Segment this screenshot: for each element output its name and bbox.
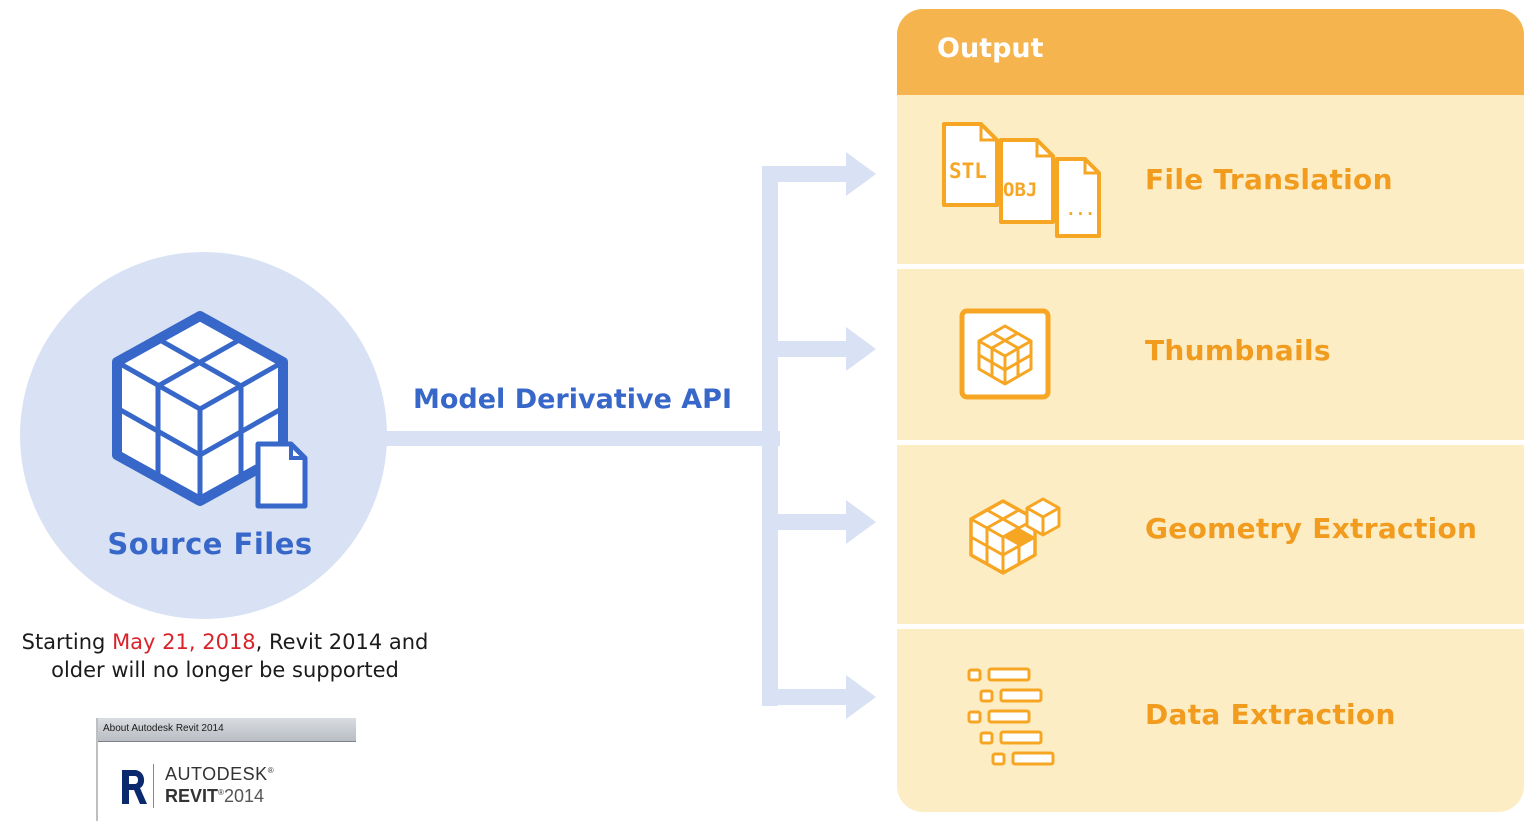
about-brand-version: 2014 <box>224 786 265 806</box>
file-formats-icon: STL OBJ ... <box>942 122 1101 238</box>
output-divider <box>897 440 1524 445</box>
output-item-label: File Translation <box>1145 163 1393 196</box>
about-brand-autodesk: AUTODESK® <box>165 764 275 784</box>
note-date: May 21, 2018 <box>112 630 256 654</box>
file-tag-obj: OBJ <box>1003 179 1037 201</box>
about-dialog-titlebar <box>98 718 356 742</box>
output-divider <box>897 264 1524 269</box>
output-item-label: Data Extraction <box>1145 698 1396 731</box>
file-tag-stl: STL <box>949 159 987 183</box>
deprecation-note: Starting May 21, 2018, Revit 2014 and ol… <box>10 628 440 684</box>
thumbnail-cube-icon <box>959 308 1051 400</box>
output-title: Output <box>937 33 1044 64</box>
data-tree-icon <box>967 667 1055 766</box>
about-dialog-title: About Autodesk Revit 2014 <box>103 723 224 734</box>
output-item-label: Geometry Extraction <box>1145 512 1478 545</box>
note-line2: older will no longer be supported <box>51 658 399 682</box>
output-panel: Output STL OBJ ... File Translation <box>897 9 1524 812</box>
model-derivative-api-label: Model Derivative API <box>412 384 733 415</box>
revit-cube-file-icon <box>112 311 308 509</box>
revit-logo-icon <box>122 770 147 804</box>
output-header <box>897 9 1524 95</box>
geometry-extraction-icon <box>969 497 1061 575</box>
about-brand-separator <box>153 764 154 808</box>
source-files-label: Source Files <box>107 527 313 561</box>
note-prefix: Starting <box>21 630 113 654</box>
note-suffix: , Revit 2014 and <box>255 630 429 654</box>
about-dialog: About Autodesk Revit 2014 AUTODESK® REVI… <box>96 718 356 821</box>
about-brand-revit: REVIT® <box>165 786 224 806</box>
file-tag-more: ... <box>1066 200 1095 219</box>
output-item-label: Thumbnails <box>1145 334 1331 367</box>
output-divider <box>897 624 1524 629</box>
